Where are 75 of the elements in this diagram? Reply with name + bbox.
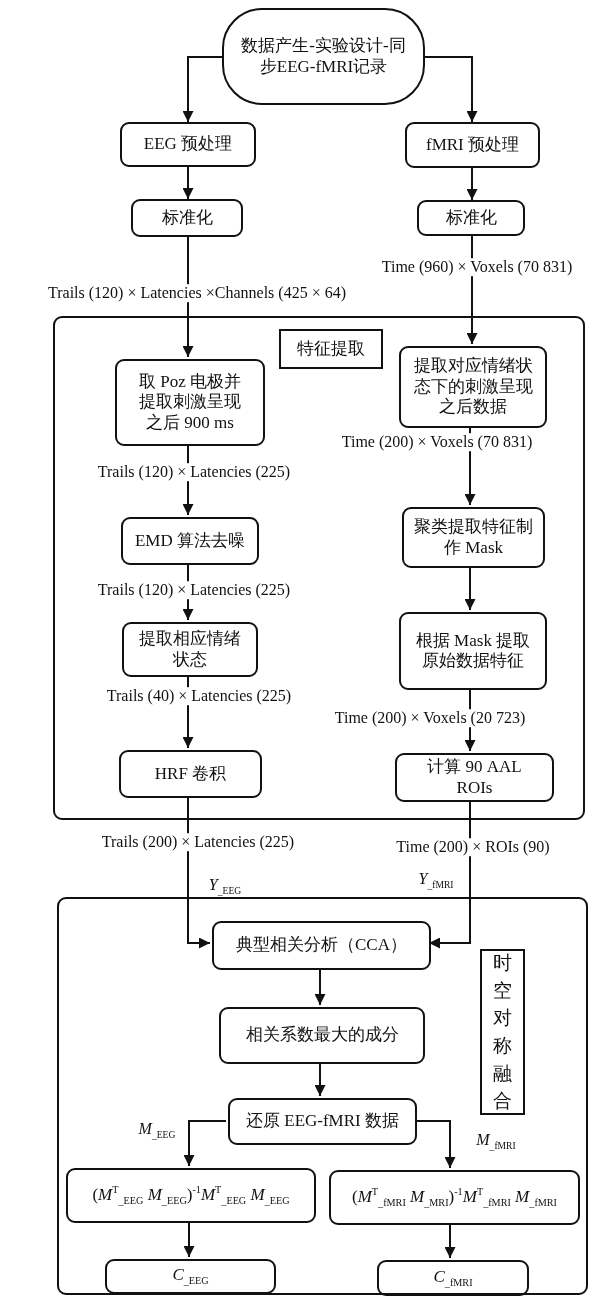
step-text: 数据产生-实验设计-同步EEG-fMRI记录 xyxy=(240,36,407,77)
step-text: 标准化 xyxy=(161,207,213,229)
section-title-box xyxy=(279,329,383,369)
arrow xyxy=(466,167,478,201)
step-text: 计算 90 AAL ROIs xyxy=(426,757,523,798)
arrow xyxy=(182,56,223,123)
process-box xyxy=(119,750,262,798)
step-text: 根据 Mask 提取原始数据特征 xyxy=(414,630,532,672)
arrow xyxy=(182,443,194,516)
process-box xyxy=(417,200,525,236)
step-text: 标准化 xyxy=(445,207,497,229)
step-text: 聚类提取特征制作 Mask xyxy=(414,517,533,558)
process-box xyxy=(377,1260,529,1296)
step-text: fMRI 预处理 xyxy=(426,134,519,156)
arrow xyxy=(182,166,194,200)
process-box xyxy=(115,359,265,446)
edge-label: Trails (40) × Latencies (225) xyxy=(105,687,293,705)
arrow xyxy=(314,967,326,1006)
step-text: (M$^{T}$$_{_EEG}$ M$_{_EEG}$)$^{-1}$M$^{T}$$_{_EEG}$ M$_{_EEG}$ xyxy=(92,1183,290,1208)
edge-label: Trails (120) × Latencies (225) xyxy=(96,581,292,599)
edge-label: Trails (120) × Latencies (225) xyxy=(96,463,292,481)
process-box xyxy=(405,122,540,168)
process-box xyxy=(395,753,554,802)
process-box xyxy=(399,346,547,428)
arrow xyxy=(187,795,211,949)
group-frame xyxy=(57,897,588,1295)
arrow xyxy=(428,799,471,949)
start-box xyxy=(222,8,425,105)
arrow xyxy=(444,1222,456,1259)
process-box xyxy=(121,517,259,565)
group-frame xyxy=(53,316,585,820)
arrow xyxy=(314,1061,326,1097)
edge-label: Time (200) × Voxels (20 723) xyxy=(333,709,527,727)
edge-label: Trails (200) × Latencies (225) xyxy=(100,833,296,851)
arrow xyxy=(182,674,194,749)
process-box xyxy=(212,921,431,970)
edge-label: Time (200) × Voxels (70 831) xyxy=(340,433,534,451)
step-text: C$_{_fMRI}$ xyxy=(433,1266,473,1290)
step-text: (M$^{T}$$_{_fMRI}$ M$_{_MRI}$)$^{-1}$M$^{T}$$_{_fMRI}$ M$_{_fMRI}$ xyxy=(351,1185,557,1210)
process-box xyxy=(131,199,243,237)
process-box xyxy=(120,122,256,167)
step-text: 还原 EEG-fMRI 数据 xyxy=(246,1111,399,1132)
arrow xyxy=(424,56,478,123)
edge-label: Time (960) × Voxels (70 831) xyxy=(380,258,574,276)
arrow xyxy=(414,1120,456,1169)
step-text: 特征提取 xyxy=(297,338,365,360)
section-title-box xyxy=(480,949,525,1115)
step-text: 提取对应情绪状态下的刺激呈现之后数据 xyxy=(412,356,534,418)
step-text: HRF 卷积 xyxy=(154,763,227,785)
step-text: 提取相应情绪状态 xyxy=(138,629,242,670)
process-box xyxy=(329,1170,580,1225)
process-box xyxy=(219,1007,425,1064)
arrow xyxy=(464,687,476,752)
arrow xyxy=(464,565,476,611)
step-text: 相关系数最大的成分 xyxy=(245,1025,399,1046)
edge-label: Time (200) × ROIs (90) xyxy=(395,838,551,856)
arrow xyxy=(183,1120,227,1167)
arrow xyxy=(182,236,194,358)
arrow xyxy=(183,1220,195,1258)
edge-label: Trails (120) × Latencies ×Channels (425 × 64) xyxy=(47,284,347,302)
step-text: C$_{_EEG}$ xyxy=(172,1265,209,1288)
step-text: EEG 预处理 xyxy=(143,134,233,155)
process-box xyxy=(105,1259,276,1294)
process-box xyxy=(66,1168,316,1223)
arrow xyxy=(466,235,478,345)
arrow xyxy=(464,425,476,506)
arrow xyxy=(182,562,194,621)
process-box xyxy=(228,1098,417,1145)
process-box xyxy=(402,507,545,568)
process-box xyxy=(399,612,547,690)
step-text: 取 Poz 电极并提取刺激呈现之后 900 ms xyxy=(138,371,242,434)
step-text: EMD 算法去噪 xyxy=(135,530,245,552)
vertical-title: 时空对称融合 xyxy=(493,951,512,1114)
process-box xyxy=(122,622,258,677)
step-text: 典型相关分析（CCA） xyxy=(236,935,407,956)
